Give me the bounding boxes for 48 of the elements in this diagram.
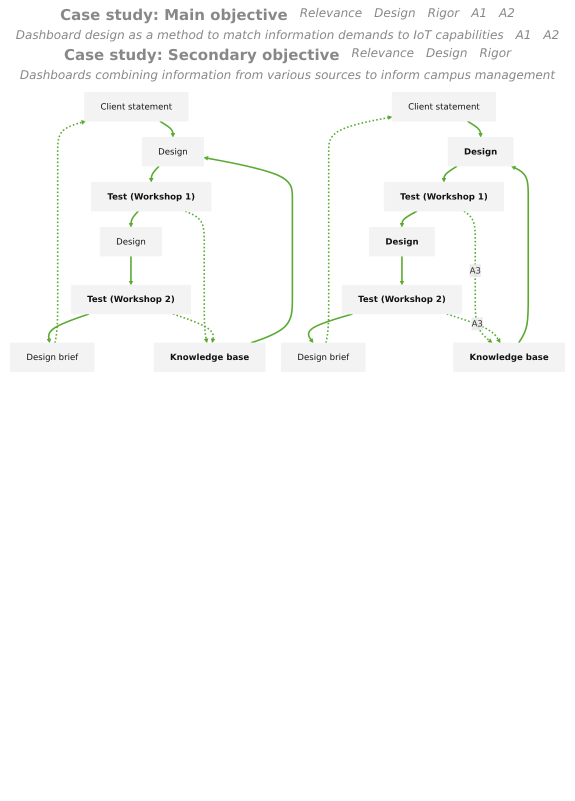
node-box: Test (Workshop 2) [342, 284, 462, 314]
edge-label: A3 [472, 318, 483, 329]
note-text: A1 [516, 28, 532, 42]
node-box: Test (Workshop 1) [91, 182, 212, 212]
arrow [46, 313, 90, 344]
arrow [400, 210, 418, 228]
arrow [464, 210, 492, 344]
node-box: Client statement [84, 92, 188, 122]
arrow [148, 166, 160, 182]
note-text: Relevance [300, 6, 362, 22]
arrow [400, 256, 404, 286]
note-text: A2 [499, 6, 515, 22]
section-heading: Case study: Secondary objective [64, 46, 340, 64]
arrow [308, 313, 353, 344]
node-box: Design [100, 226, 162, 256]
note-text: Relevance [352, 46, 414, 62]
arrow [128, 210, 139, 228]
arrow [511, 166, 530, 344]
node-box: Design [142, 137, 204, 166]
note-text: Dashboard design as a method to match information demands to IoT capabilities [16, 28, 504, 42]
arrow [442, 166, 458, 182]
section-heading: Case study: Main objective [60, 6, 288, 24]
node-box: Knowledge base [154, 342, 266, 372]
note-text: Design [374, 6, 416, 22]
arrow [185, 210, 208, 344]
node-box: Design [369, 226, 435, 256]
node-box: Knowledge base [453, 342, 565, 372]
edge-label: A3 [470, 265, 481, 276]
node-box: Client statement [392, 92, 496, 122]
arrow [172, 313, 216, 344]
note-text: A1 [471, 6, 488, 22]
node-box: Design [448, 137, 514, 166]
note-text: Rigor [479, 46, 512, 62]
note-text: Dashboards combining information from various sources to inform campus management [20, 68, 556, 82]
note-text: A2 [543, 28, 560, 42]
arrow [54, 120, 86, 344]
node-box: Test (Workshop 2) [70, 284, 192, 314]
arrow [159, 120, 176, 138]
node-box: Test (Workshop 1) [384, 182, 504, 212]
arrow [467, 120, 483, 138]
arrow [446, 313, 501, 344]
note-text: Design [426, 46, 468, 62]
note-text: Rigor [428, 6, 460, 22]
arrow [128, 256, 134, 286]
node-box: Design brief [281, 342, 366, 372]
node-box: Design brief [10, 342, 95, 372]
arrow [325, 115, 392, 344]
arrow [204, 156, 294, 344]
